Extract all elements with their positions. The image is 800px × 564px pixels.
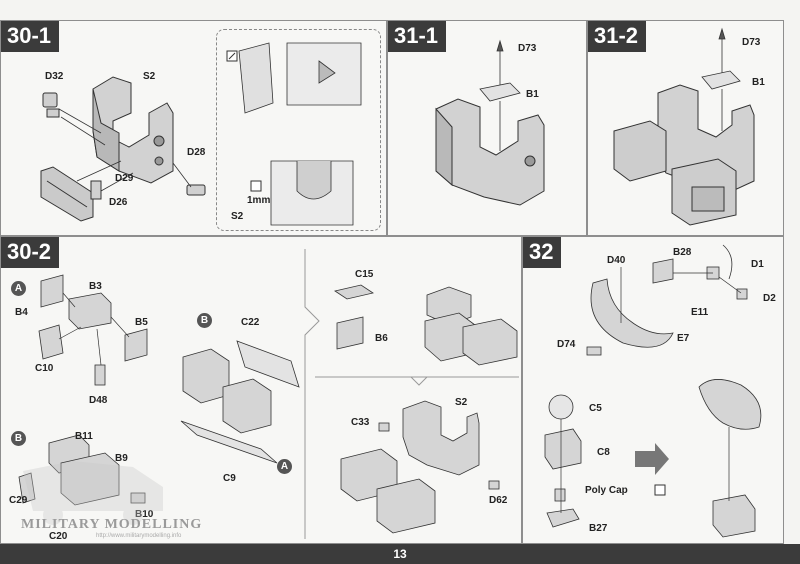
watermark-text: MILITARY MODELLING [21,517,203,532]
label-b1: B1 [752,77,765,88]
step-30-1-inset [216,29,381,231]
step-31-2-panel: 31-2 D73 B1 [587,20,784,236]
label-b10: B10 [135,509,154,520]
mid-top-diagram [334,284,518,366]
label-c15: C15 [355,269,374,280]
label-c9: C9 [223,473,236,484]
sub-assembly-a-diagram [38,274,148,386]
step-30-1-number: 30-1 [1,21,60,52]
label-1mm: 1mm [247,195,271,206]
label-c10: C10 [35,363,54,374]
label-b1: B1 [526,89,539,100]
page-number: 13 [0,544,800,564]
label-poly-cap: Poly Cap [585,485,628,496]
label-c20: C20 [49,531,68,542]
label-d73: D73 [518,43,537,54]
watermark-url: http://www.militarymodelling.info [96,533,182,539]
label-c33: C33 [351,417,370,428]
label-c22: C22 [241,317,260,328]
label-d28: D28 [187,147,206,158]
label-d29: D29 [115,173,134,184]
label-b28: B28 [673,247,692,258]
marker-a-end: A [277,459,292,474]
label-d40: D40 [607,255,626,266]
label-b4: B4 [15,307,28,318]
label-inset-s2: S2 [231,211,244,222]
step-31-2-diagram [613,27,755,226]
step-30-1-panel: 30-1 [0,20,387,236]
step-31-2-number: 31-2 [588,21,647,52]
label-c8: C8 [597,447,610,458]
bracket-divider [304,249,519,539]
watermark-logo [23,461,163,525]
label-d32: D32 [45,71,64,82]
label-b6: B6 [375,333,388,344]
marker-a: A [11,281,26,296]
label-d74: D74 [557,339,576,350]
mid-bottom-diagram [340,400,500,534]
label-b3: B3 [89,281,102,292]
label-e11: E11 [691,307,709,318]
step-32-number: 32 [523,237,562,268]
step-30-2-number: 30-2 [1,237,60,268]
label-d62: D62 [489,495,508,506]
label-b27: B27 [589,523,608,534]
label-s2: S2 [143,71,156,82]
marker-b: B [11,431,26,446]
label-d2: D2 [763,293,776,304]
step-32-panel: 32 [522,236,784,544]
sub-assembly-b-right-diagram [180,340,300,464]
inset-diagram [226,42,362,226]
label-s2-bottom: S2 [455,397,468,408]
label-d48: D48 [89,395,108,406]
step-31-1-number: 31-1 [388,21,447,52]
label-e7: E7 [677,333,690,344]
label-b9: B9 [115,453,128,464]
label-b11: B11 [75,431,93,442]
label-c29: C29 [9,495,28,506]
step-30-1-diagram [40,76,206,222]
marker-b-right: B [197,313,212,328]
step-31-1-panel: 31-1 D73 B1 [387,20,587,236]
label-d1: D1 [751,259,764,270]
label-d73: D73 [742,37,761,48]
step-32-diagram [544,244,762,538]
label-c5: C5 [589,403,602,414]
label-d26: D26 [109,197,128,208]
step-30-2-panel: 30-2 A B3 B4 B5 C10 D48 B [0,236,522,544]
step-31-1-diagram [435,39,545,206]
sub-assembly-b-diagram [18,434,146,506]
label-b5: B5 [135,317,148,328]
